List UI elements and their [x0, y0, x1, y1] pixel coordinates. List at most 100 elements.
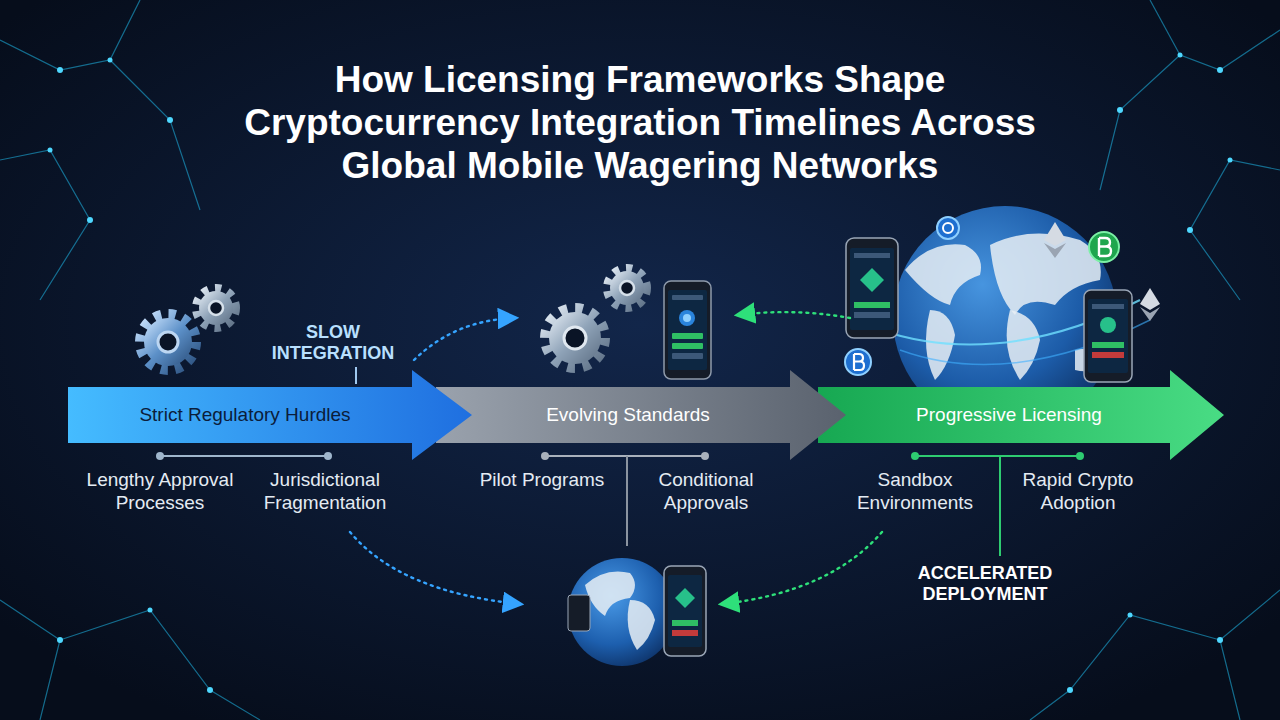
- ether-symbol-part: [1044, 243, 1066, 258]
- phone-part: [860, 268, 884, 292]
- leader-line-part: [160, 455, 328, 457]
- gear: [608, 269, 646, 307]
- bitcoin-coin: [845, 349, 871, 375]
- ether-symbol: [1044, 222, 1066, 258]
- leader-line-part: [545, 455, 705, 457]
- stage-arrow: Evolving Standards: [436, 370, 846, 460]
- bitcoin-coin-part: [1089, 232, 1119, 262]
- gear-part: [209, 301, 223, 315]
- phone: [846, 238, 898, 338]
- gear-part: [158, 332, 178, 352]
- phone-part: [672, 343, 703, 349]
- world-globe-part: [568, 558, 676, 666]
- sub-label: Conditional Approvals: [641, 468, 771, 514]
- leader-dot: [156, 452, 1084, 460]
- network-dots-part: [57, 637, 63, 643]
- network-lines-part: [1220, 590, 1280, 720]
- bitcoin-coin: [1089, 232, 1119, 262]
- sub-label: Lengthy Approval Processes: [70, 468, 250, 514]
- arrow-fill: [436, 370, 846, 460]
- bitcoin-coin-part: [1099, 238, 1111, 256]
- phone-part: [672, 353, 703, 359]
- ether-symbol: [1140, 288, 1160, 321]
- flow-arrow-part: [350, 532, 520, 604]
- leader-line-part: [626, 456, 628, 546]
- sub-label: Sandbox Environments: [845, 468, 985, 514]
- gear-part: [197, 289, 235, 327]
- network-lines-part: [1150, 0, 1180, 55]
- leader-dot-part: [701, 452, 709, 460]
- leader-dot-part: [156, 452, 164, 460]
- gear-part: [549, 312, 601, 364]
- phone-part: [846, 238, 898, 338]
- phone-part: [1092, 342, 1124, 348]
- network-dots-part: [1217, 637, 1223, 643]
- network-lines-part: [0, 600, 60, 720]
- world-globe-part: [628, 600, 655, 650]
- phone-part: [668, 290, 707, 370]
- token-coin: [937, 217, 959, 239]
- network-dots-part: [1128, 613, 1133, 618]
- bitcoin-coin-part: [854, 354, 864, 370]
- network-dots-part: [1187, 227, 1193, 233]
- network-dots-part: [108, 58, 113, 63]
- title: How Licensing Frameworks Shape Cryptocur…: [200, 58, 1080, 187]
- phone: [664, 281, 711, 379]
- ether-symbol-part: [1140, 307, 1160, 321]
- sub-label: Rapid Crypto Adoption: [1003, 468, 1153, 514]
- phone-part: [672, 620, 698, 626]
- phone-part: [850, 248, 894, 330]
- network-lines-part: [1030, 615, 1220, 720]
- stage-label: Strict Regulatory Hurdles: [68, 387, 422, 443]
- flow-arrow-part: [738, 312, 850, 318]
- leader-dot-part: [1076, 452, 1084, 460]
- gear: [197, 289, 235, 327]
- sub-label: Jurisdictional Fragmentation: [255, 468, 395, 514]
- stage-label: Progressive Licensing: [838, 387, 1180, 443]
- phone-part: [664, 281, 711, 379]
- network-dots-part: [48, 148, 53, 153]
- phone: [664, 566, 706, 656]
- stage-arrow: Progressive Licensing: [818, 370, 1224, 460]
- network-dots-part: [148, 608, 153, 613]
- phone-part: [664, 566, 706, 656]
- flow-arrow-part: [722, 532, 882, 604]
- stage-arrow: Strict Regulatory Hurdles: [68, 370, 472, 460]
- ether-symbol-part: [1044, 222, 1066, 246]
- token-coin-part: [937, 217, 959, 239]
- sub-label: Pilot Programs: [442, 468, 642, 491]
- phone-part: [1092, 352, 1124, 358]
- network-lines-part: [110, 0, 140, 60]
- leader-line-part: [915, 455, 1080, 457]
- network-dots-part: [207, 687, 213, 693]
- phone: [1084, 290, 1132, 382]
- phone-part: [672, 630, 698, 636]
- network-dots-part: [1228, 158, 1233, 163]
- phone-part: [854, 253, 890, 258]
- flow-arrow-part: [414, 318, 515, 360]
- callout-label: ACCELERATED DEPLOYMENT: [895, 563, 1075, 605]
- phone-part: [1088, 299, 1128, 373]
- gear-part: [141, 315, 195, 369]
- phone-part: [854, 312, 890, 318]
- network-dots-part: [1178, 53, 1183, 58]
- stage-label: Evolving Standards: [456, 387, 800, 443]
- world-globe-part: [926, 310, 955, 380]
- bitcoin-coin-part: [845, 349, 871, 375]
- network-lines-part: [1100, 30, 1280, 190]
- world-globe: [568, 558, 676, 666]
- world-globe-part: [1007, 310, 1040, 380]
- gear: [141, 315, 195, 369]
- network-lines-part: [1190, 160, 1280, 300]
- arrow-fill: [818, 370, 1224, 460]
- network-dots-part: [167, 117, 173, 123]
- token-coin-part: [943, 223, 953, 233]
- phone-part: [1100, 317, 1116, 333]
- leader-line-part: [999, 456, 1001, 556]
- network-dots: [48, 53, 1233, 694]
- gear: [546, 309, 604, 367]
- leader-dot-part: [541, 452, 549, 460]
